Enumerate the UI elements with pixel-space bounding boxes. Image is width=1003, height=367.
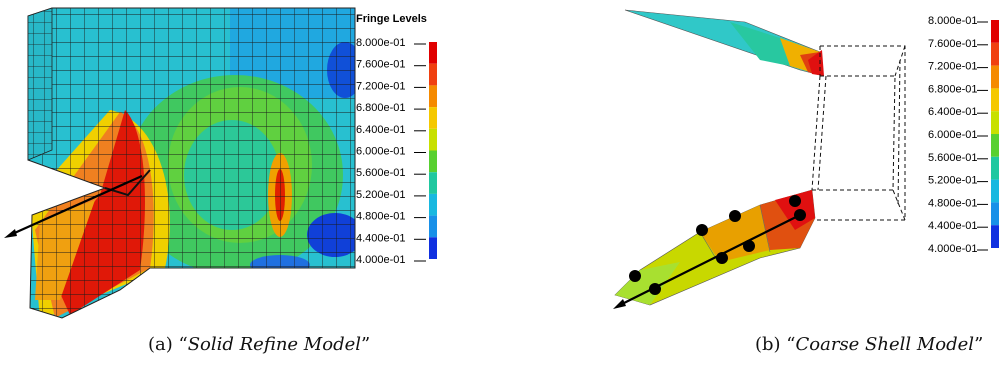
left-legend-level-label: 4.400e-01 [356,232,406,244]
right-legend-level-label: 6.800e-01 [928,83,978,95]
left-legend-level-label: 5.600e-01 [356,167,406,179]
caption-b: (b) “Coarse Shell Model” [755,334,983,355]
coarse-shell-model [613,9,906,309]
right-legend-swatch [991,65,999,89]
solid-refine-model [28,8,355,318]
left-legend-level-label: 6.800e-01 [356,102,406,114]
left-legend-swatch [429,237,437,259]
right-legend-swatch [991,134,999,157]
left-legend-level-label: 5.200e-01 [356,189,406,201]
right-legend-swatch [991,42,999,66]
left-legend-swatch [429,128,437,151]
left-legend-level-label: 8.000e-01 [356,37,406,49]
legend-title: Fringe Levels [356,13,427,25]
left-legend-level-label: 4.800e-01 [356,211,406,223]
load-arrow-left [4,174,143,238]
left-legend-colorbar [429,42,437,259]
caption-a: (a) “Solid Refine Model” [148,334,370,355]
right-legend-level-label: 4.800e-01 [928,197,978,209]
right-legend-level-label: 5.600e-01 [928,152,978,164]
right-legend-level-label: 7.200e-01 [928,61,978,73]
left-legend-level-label: 4.000e-01 [356,254,406,266]
notch-edge [104,169,151,197]
right-legend-swatch [991,88,999,112]
left-legend-swatch [429,107,437,129]
left-legend-swatch [429,63,437,86]
right-legend-level-label: 5.200e-01 [928,175,978,187]
left-legend-level-label: 6.400e-01 [356,124,406,136]
right-legend-swatch [991,111,999,134]
left-legend-level-label: 6.000e-01 [356,146,406,158]
left-legend-swatch [429,193,437,216]
right-legend-level-label: 7.600e-01 [928,38,978,50]
right-legend-level-label: 4.400e-01 [928,220,978,232]
caption-b-prefix: (b) “ [755,334,796,355]
caption-a-suffix: ” [361,334,371,355]
web-dashed-outline [811,45,906,221]
left-legend-level-label: 7.600e-01 [356,59,406,71]
right-fringe-legend: 8.000e-01 7.600e-01 7.200e-01 6.800e-01 6.40… [928,15,999,255]
right-legend-level-label: 8.000e-01 [928,15,978,27]
right-legend-level-label: 4.000e-01 [928,243,978,255]
right-legend-swatch [991,156,999,180]
left-legend-swatch [429,215,437,238]
right-legend-level-label: 6.400e-01 [928,106,978,118]
left-legend-swatch [429,172,437,194]
left-fringe-legend: Fringe Levels 8.000e-01 7.600e-01 7.200e-0… [356,13,437,266]
right-legend-colorbar [991,20,999,248]
right-legend-swatch [991,20,999,43]
left-legend-swatch [429,150,437,173]
caption-b-model: Coarse Shell Model [795,334,975,355]
right-legend-swatch [991,179,999,203]
right-legend-swatch [991,202,999,226]
load-arrow-right [613,214,801,309]
left-legend-swatch [429,85,437,108]
right-legend-level-label: 6.000e-01 [928,129,978,141]
shell-nodes [629,195,806,295]
caption-b-suffix: ” [974,334,984,355]
left-legend-level-label: 7.200e-01 [356,80,406,92]
right-legend-swatch [991,225,999,248]
caption-a-prefix: (a) “ [148,334,188,355]
left-legend-swatch [429,42,437,64]
caption-a-model: Solid Refine Model [187,334,362,355]
